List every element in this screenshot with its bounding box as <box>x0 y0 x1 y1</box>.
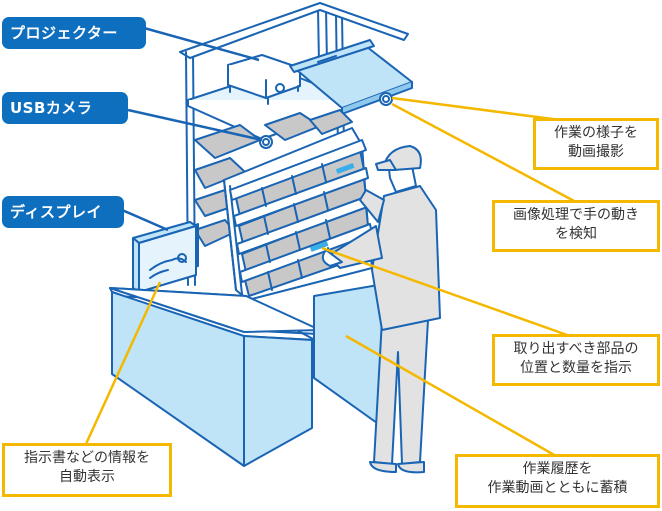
label-projector-text: プロジェクター <box>10 24 118 42</box>
projected-indicator-lower <box>309 241 329 252</box>
label-usb-camera: USBカメラ <box>2 92 128 124</box>
component-leader-lines <box>121 26 263 232</box>
note-record-video-line1: 作業の様子を <box>554 125 638 141</box>
camera-icon-center <box>259 135 273 149</box>
note-detect-hand-line2: を検知 <box>555 226 597 242</box>
shelf-back-trays <box>194 109 353 247</box>
note-store-history-line1: 作業履歴を <box>522 461 593 477</box>
note-show-instructions: 指示書などの情報を 自動表示 <box>2 443 172 497</box>
note-record-video: 作業の様子を 動画撮影 <box>533 118 659 170</box>
display-monitor <box>132 221 199 293</box>
callout-show-instructions <box>84 281 162 445</box>
callout-record-video <box>391 96 561 122</box>
projected-indicator-upper <box>335 163 355 174</box>
note-detect-hand-line1: 画像処理で手の動き <box>513 207 639 223</box>
label-usb-camera-text: USBカメラ <box>10 99 93 117</box>
callout-indicate-parts <box>321 246 571 338</box>
note-show-instructions-line2: 自動表示 <box>59 469 115 485</box>
note-detect-hand: 画像処理で手の動き を検知 <box>492 200 660 252</box>
note-store-history-line2: 作業動画とともに蓄積 <box>487 480 628 496</box>
workbench <box>109 283 385 467</box>
camera-icon-right <box>379 92 393 106</box>
note-indicate-parts-line2: 位置と数量を指示 <box>520 360 632 376</box>
callout-store-history <box>345 334 557 458</box>
callout-detect-hand <box>391 102 577 204</box>
label-display-text: ディスプレイ <box>10 203 102 221</box>
note-store-history: 作業履歴を 作業動画とともに蓄積 <box>455 454 660 508</box>
leader-projector <box>143 26 260 62</box>
projection-panel <box>289 39 413 115</box>
note-indicate-parts-line1: 取り出すべき部品の <box>513 341 639 357</box>
note-show-instructions-line1: 指示書などの情報を <box>24 450 150 466</box>
leader-usb-camera <box>127 108 263 142</box>
label-display: ディスプレイ <box>2 196 124 228</box>
note-indicate-parts: 取り出すべき部品の 位置と数量を指示 <box>492 334 660 386</box>
note-record-video-line2: 動画撮影 <box>568 144 624 160</box>
feature-callout-lines <box>84 96 577 458</box>
parts-shelf <box>223 127 373 301</box>
label-projector: プロジェクター <box>2 17 146 49</box>
leader-display <box>121 208 169 232</box>
worker-figure <box>321 145 441 474</box>
